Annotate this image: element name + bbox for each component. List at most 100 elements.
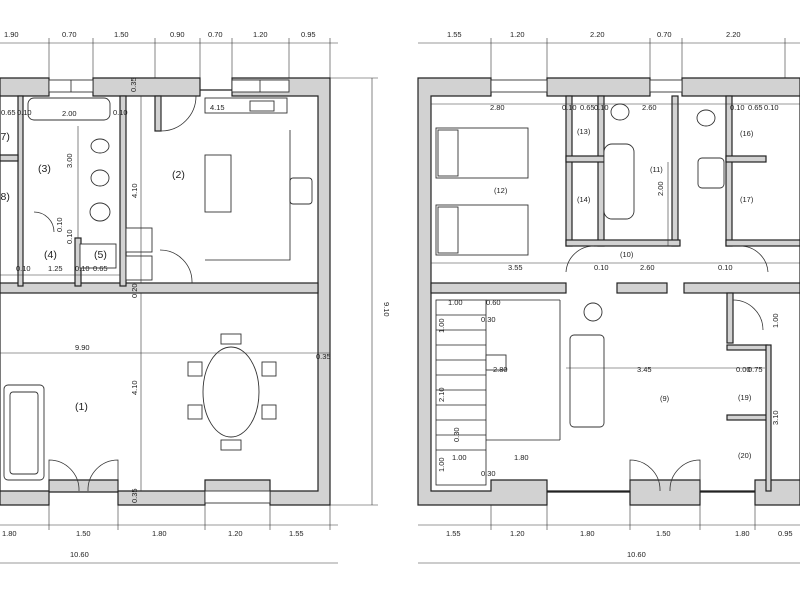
upper-dim-c: 0.10 (594, 103, 609, 112)
plant-icon (583, 302, 603, 322)
ground-dim-small-a: 0.65 (1, 108, 16, 117)
ground-dim-4-10a: 4.10 (130, 183, 139, 198)
upper-dim-hall-top: 2.60 (642, 103, 657, 112)
upper-dim-0-30-a: 0.30 (481, 315, 496, 324)
upper-dim-3-10: 3.10 (771, 410, 780, 425)
ground-room-2-label: (2) (172, 169, 185, 181)
upper-bottom-dim-4: 1.50 (656, 529, 671, 538)
staircase (435, 299, 561, 486)
ground-window-bottom (204, 490, 271, 504)
ground-bottom-dim-4: 1.20 (228, 529, 243, 538)
upper-bottom-dim-5: 1.80 (735, 529, 750, 538)
upper-dim-2-60: 2.60 (640, 263, 655, 272)
ground-bottom-dim-1: 1.80 (2, 529, 17, 538)
upper-dim-0-75: 0.75 (748, 365, 763, 374)
cooktop-icon (289, 177, 313, 205)
upper-room-9-label: (9) (660, 394, 670, 403)
ground-top-dimension-line (0, 38, 338, 78)
ground-top-dim-7: 0.95 (301, 30, 316, 39)
ground-walls (0, 77, 331, 506)
upper-dim-0-10-a: 0.10 (594, 263, 609, 272)
ground-room-7-label: (7) (0, 131, 10, 143)
upper-door-arc-1 (565, 245, 595, 273)
ground-dim-0-10-b: 0.10 (16, 264, 31, 273)
upper-internal-dimension-lines (431, 103, 800, 369)
ground-top-dim-3: 1.50 (114, 30, 129, 39)
ground-dim-small-c: 0.10 (113, 108, 128, 117)
upper-dim-2-80: 2.80 (493, 365, 508, 374)
ground-dim-3-00: 3.00 (65, 153, 74, 168)
ground-room-5-label: (5) (94, 249, 107, 261)
washbasin-icon (89, 202, 111, 222)
ground-top-dim-2: 0.70 (62, 30, 77, 39)
ground-total-height: 9.10 (382, 302, 391, 317)
upper-dim-e: 0.65 (748, 103, 763, 112)
upper-bottom-dimension-line (418, 505, 800, 564)
ground-internal-dimension-lines (0, 96, 330, 491)
upper-total-width: 10.60 (627, 550, 646, 559)
upper-window-middle (649, 79, 683, 93)
bed-icon (435, 127, 529, 179)
upper-room-10-label: (10) (620, 250, 634, 259)
ground-dim-0-10: 0.10 (65, 229, 74, 244)
ground-room-1-label: (1) (75, 401, 88, 413)
upper-walls (417, 77, 800, 506)
upper-bottom-dim-1: 1.55 (446, 529, 461, 538)
upper-dim-a: 0.10 (562, 103, 577, 112)
kitchen-outline (205, 130, 291, 261)
upper-room-16-label: (16) (740, 129, 754, 138)
ground-room-3-label: (3) (38, 163, 51, 175)
upper-dim-0-60: 0.60 (486, 298, 501, 307)
upper-dim-3-45: 3.45 (637, 365, 652, 374)
upper-balcony-doors (629, 459, 701, 492)
ground-dim-kitchen-len: 4.15 (210, 103, 225, 112)
ground-right-dimension-line (330, 77, 378, 506)
upper-floor-plan: 1.55 1.20 2.20 0.70 2.20 (417, 30, 800, 564)
ground-dim-0-20: 0.20 (130, 283, 139, 298)
upper-dim-1-00-a: 1.00 (448, 298, 463, 307)
upper-toilet-2-icon (696, 109, 716, 127)
upper-dim-bed-width: 2.80 (490, 103, 505, 112)
upper-door-arc-3 (732, 299, 764, 331)
upper-toilet-icon (610, 103, 630, 121)
upper-dim-0-00: 0.00 (736, 365, 751, 374)
ground-door-bath-arc (33, 211, 55, 233)
ground-floor-plan: 1.90 0.70 1.50 0.90 0.70 1.20 0.95 (0, 30, 391, 564)
ground-bottom-dimension-line (0, 505, 338, 564)
kitchen-sink-icon (249, 100, 275, 112)
upper-door-arc-2 (739, 245, 769, 273)
ground-room-4-label: (4) (44, 249, 57, 261)
upper-dim-1-00-b: 1.00 (452, 453, 467, 462)
bidet-icon (90, 169, 110, 187)
sofa-seat-icon (9, 391, 39, 475)
upper-room-13-label: (13) (577, 127, 591, 136)
upper-top-dim-3: 2.20 (590, 30, 605, 39)
kitchen-island (204, 154, 232, 213)
ground-top-dim-1: 1.90 (4, 30, 19, 39)
upper-dim-2-00: 2.00 (656, 181, 665, 196)
upper-bottom-dim-6: 0.95 (778, 529, 793, 538)
upper-top-dim-1: 1.55 (447, 30, 462, 39)
upper-room-14-label: (14) (577, 195, 591, 204)
upper-dim-d: 0.10 (730, 103, 745, 112)
ground-bottom-dim-5: 1.55 (289, 529, 304, 538)
upper-room-12-label: (12) (494, 186, 508, 195)
ground-dim-0-35-c: 0.35 (130, 488, 139, 503)
upper-dim-1-00-v2: 1.00 (437, 457, 446, 472)
ground-top-dim-6: 1.20 (253, 30, 268, 39)
upper-sofa-icon (569, 334, 605, 428)
upper-top-dim-5: 2.20 (726, 30, 741, 39)
bathtub-icon (27, 97, 111, 121)
upper-dim-b: 0.65 (580, 103, 595, 112)
ground-dim-0-10-d: 0.10 (55, 217, 64, 232)
ground-total-width: 10.60 (70, 550, 89, 559)
upper-dim-1-00-r: 1.00 (771, 313, 780, 328)
ground-top-dim-4: 0.90 (170, 30, 185, 39)
ground-bottom-dim-2: 1.50 (76, 529, 91, 538)
ground-dim-0-10-c: 0.10 (75, 264, 90, 273)
ground-dim-0-35-b: 0.35 (316, 352, 331, 361)
ground-dim-bath-width: 2.00 (62, 109, 77, 118)
ground-room-8-label: (8) (0, 191, 10, 203)
ground-dim-small-b: 0.10 (17, 108, 32, 117)
upper-dim-0-10-b: 0.10 (718, 263, 733, 272)
